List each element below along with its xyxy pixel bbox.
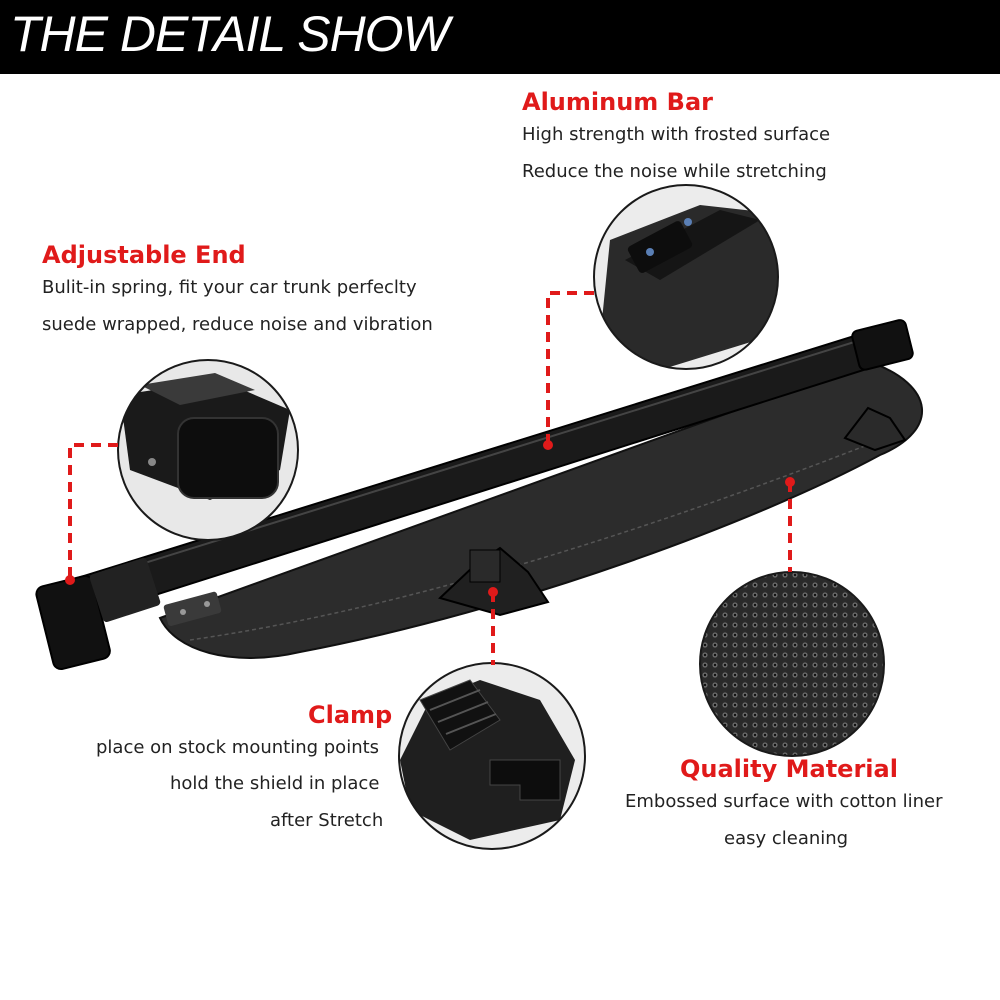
aluminum-bar-line-1: High strength with frosted surface (522, 124, 831, 145)
quality-material-line-2: easy cleaning (724, 828, 849, 849)
leader-lines (68, 291, 792, 665)
shade-stitch (189, 439, 881, 641)
page-title: THE DETAIL SHOW (10, 6, 450, 62)
shade-panel (158, 360, 923, 659)
quality-material-title: Quality Material (680, 755, 898, 783)
aluminum-bar-title: Aluminum Bar (522, 88, 713, 116)
detail-circle-adjustable-end (117, 359, 299, 541)
clamp-line-2: hold the shield in place (170, 773, 380, 794)
adjustable-end-title: Adjustable End (42, 241, 246, 269)
detail-circle-quality-material (699, 571, 885, 757)
clamp-line-1: place on stock mounting points (96, 737, 380, 758)
aluminum-bar-line-2: Reduce the noise while stretching (522, 161, 827, 182)
header-bar: THE DETAIL SHOW (0, 0, 1000, 74)
right-end-cap (851, 319, 914, 371)
clamp-line-3: after Stretch (270, 810, 384, 831)
clamp-title: Clamp (308, 701, 393, 729)
leader-adjustable-end (68, 443, 118, 580)
adjustable-end-line-2: suede wrapped, reduce noise and vibratio… (42, 314, 433, 335)
adjustable-end-line-1: Bulit-in spring, fit your car trunk perf… (42, 277, 417, 298)
detail-circle-aluminum-bar (593, 184, 779, 370)
right-clamp (843, 406, 907, 452)
quality-material-line-1: Embossed surface with cotton liner (625, 791, 943, 812)
detail-circle-clamp (398, 662, 586, 850)
left-end-cap (35, 574, 111, 671)
